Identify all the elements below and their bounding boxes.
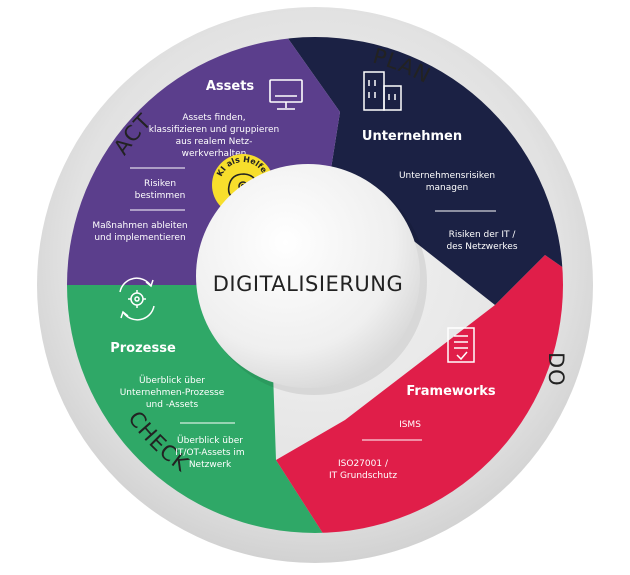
frameworks-line-isms: ISMS [399, 420, 421, 430]
center-label: DIGITALISIERUNG [213, 272, 404, 296]
svg-text:Überblick über: Überblick über [177, 435, 243, 446]
prozesse-lines-2: Überblick über IT/OT-Assets im Netzwerk [175, 435, 244, 470]
assets-lines-3: Maßnahmen ableiten und implementieren [92, 221, 187, 243]
svg-text:managen: managen [426, 183, 468, 193]
svg-text:werkverhalten: werkverhalten [182, 149, 247, 159]
frameworks-title: Frameworks [406, 384, 496, 399]
prozesse-title: Prozesse [110, 341, 176, 356]
frameworks-lines-2: ISO27001 / IT Grundschutz [329, 459, 397, 481]
unternehmen-title: Unternehmen [362, 129, 462, 144]
svg-text:Netzwerk: Netzwerk [189, 460, 232, 470]
building-icon [363, 71, 402, 111]
svg-text:des Netzwerkes: des Netzwerkes [446, 242, 517, 252]
assets-lines-2: Risiken bestimmen [135, 179, 186, 201]
prozesse-lines-1: Überblick über Unternehmen-Prozesse und … [120, 375, 225, 410]
svg-text:Assets finden,: Assets finden, [182, 113, 245, 123]
unternehmen-lines-1: Unternehmensrisiken managen [399, 171, 495, 193]
svg-text:bestimmen: bestimmen [135, 191, 186, 201]
svg-text:IT/OT-Assets im: IT/OT-Assets im [175, 448, 244, 458]
assets-title: Assets [206, 79, 255, 94]
unternehmen-lines-2: Risiken der IT / des Netzwerkes [446, 230, 517, 252]
svg-text:und implementieren: und implementieren [94, 233, 185, 243]
svg-text:IT Grundschutz: IT Grundschutz [329, 471, 397, 481]
assets-lines-1: Assets finden, klassifizieren und gruppi… [149, 113, 279, 159]
center-circle [196, 164, 420, 388]
svg-text:Überblick über: Überblick über [139, 375, 205, 386]
svg-text:und -Assets: und -Assets [146, 400, 199, 410]
ring-label-do: DO [544, 352, 568, 387]
document-check-icon [447, 327, 475, 363]
svg-text:ISO27001 /: ISO27001 / [338, 459, 389, 469]
svg-text:Unternehmensrisiken: Unternehmensrisiken [399, 171, 495, 181]
svg-text:Risiken der IT /: Risiken der IT / [449, 230, 517, 240]
svg-text:klassifizieren und gruppieren: klassifizieren und gruppieren [149, 125, 279, 135]
svg-text:aus realem Netz-: aus realem Netz- [176, 137, 253, 147]
svg-text:Risiken: Risiken [144, 179, 176, 189]
gear-cycle-icon [119, 277, 155, 321]
svg-text:Unternehmen-Prozesse: Unternehmen-Prozesse [120, 388, 225, 398]
svg-text:Maßnahmen ableiten: Maßnahmen ableiten [92, 221, 187, 231]
monitor-icon [269, 79, 303, 110]
